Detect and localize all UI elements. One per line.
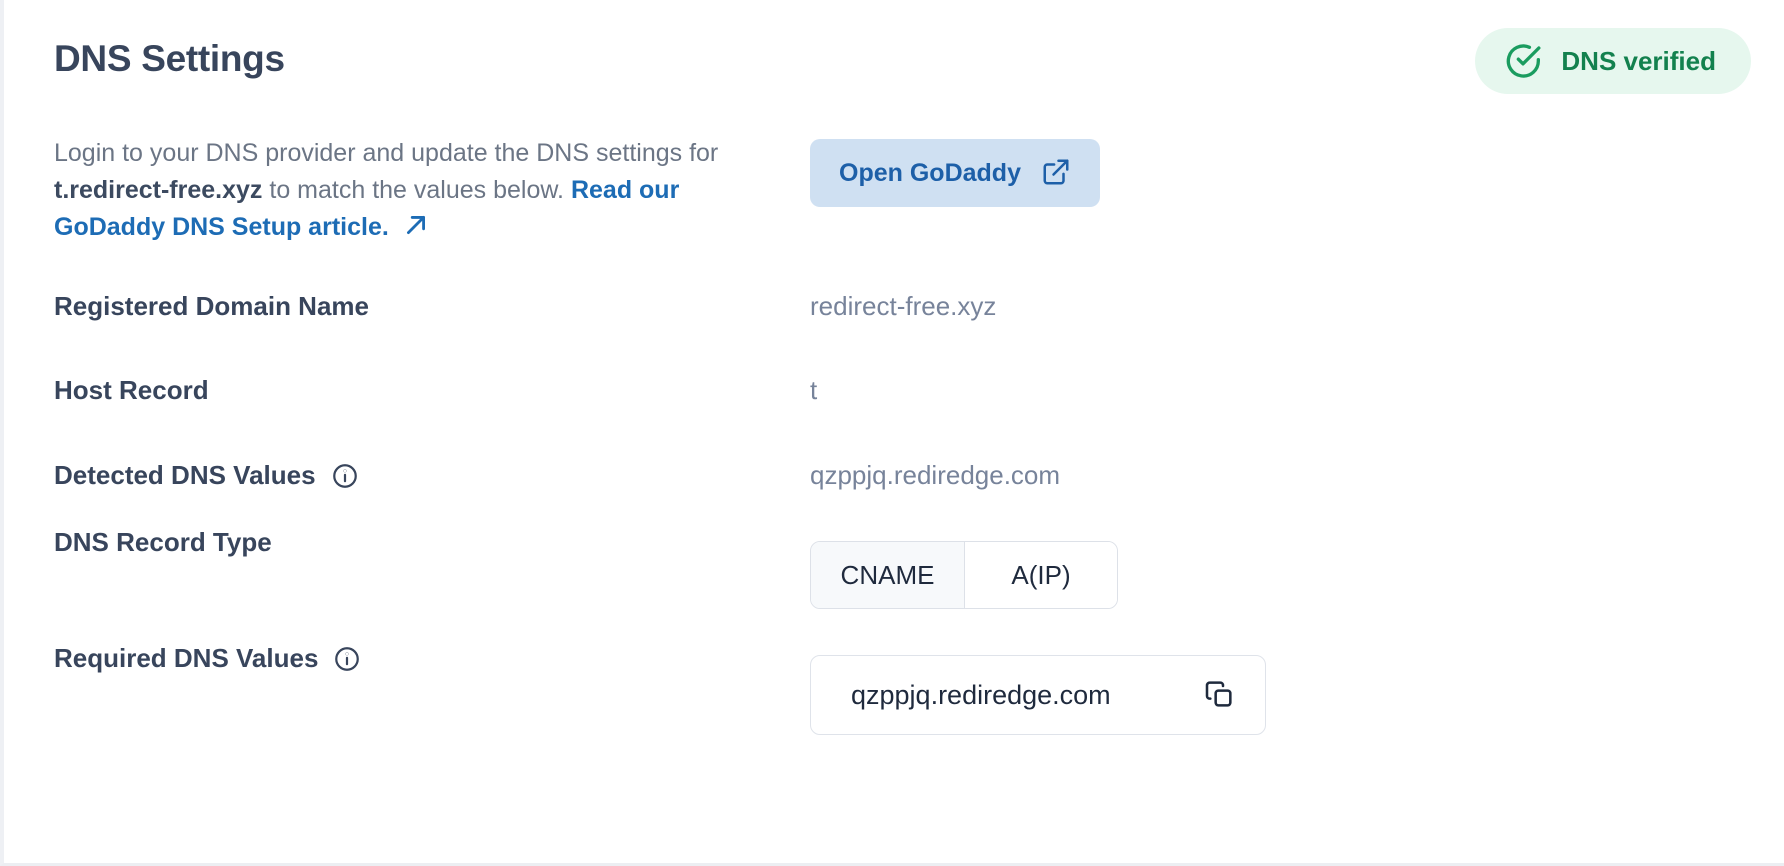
host-record-value: t bbox=[810, 375, 818, 405]
required-dns-values-label-group: Required DNS Values bbox=[54, 643, 361, 674]
arrow-ne-icon[interactable] bbox=[403, 212, 429, 249]
dns-record-type-option-cname[interactable]: CNAME bbox=[811, 542, 964, 608]
open-provider-button[interactable]: Open GoDaddy bbox=[810, 139, 1100, 207]
external-link-icon bbox=[1041, 157, 1071, 190]
intro-text: Login to your DNS provider and update th… bbox=[54, 135, 774, 249]
info-icon[interactable] bbox=[331, 462, 359, 490]
host-record-label: Host Record bbox=[54, 375, 209, 405]
page-title: DNS Settings bbox=[54, 38, 285, 79]
detected-dns-values-value: qzppjq.rediredge.com bbox=[810, 460, 1061, 490]
registered-domain-value: redirect-free.xyz bbox=[810, 291, 997, 321]
dns-setup-article-link[interactable]: Read our GoDaddy DNS Setup article. bbox=[54, 176, 680, 241]
intro-text-before: Login to your DNS provider and update th… bbox=[54, 139, 719, 167]
status-badge-label: DNS verified bbox=[1561, 45, 1716, 76]
check-circle-icon bbox=[1503, 41, 1543, 81]
info-icon[interactable] bbox=[333, 645, 361, 673]
required-dns-values-field[interactable]: qzppjq.rediredge.com bbox=[810, 655, 1266, 735]
copy-button[interactable] bbox=[1195, 671, 1243, 719]
registered-domain-label: Registered Domain Name bbox=[54, 291, 369, 321]
intro-domain: t.redirect-free.xyz bbox=[54, 176, 263, 204]
required-dns-values-label: Required DNS Values bbox=[54, 643, 319, 673]
dns-record-type-segmented-control[interactable]: CNAME A(IP) bbox=[810, 541, 1118, 609]
open-provider-button-label: Open GoDaddy bbox=[839, 158, 1021, 187]
required-dns-values-value: qzppjq.rediredge.com bbox=[851, 679, 1111, 710]
dns-record-type-label: DNS Record Type bbox=[54, 527, 272, 557]
copy-icon bbox=[1203, 678, 1235, 713]
detected-dns-values-label-group: Detected DNS Values bbox=[54, 460, 359, 491]
dns-record-type-option-a-ip[interactable]: A(IP) bbox=[964, 542, 1117, 608]
status-badge: DNS verified bbox=[1475, 28, 1751, 94]
detected-dns-values-label: Detected DNS Values bbox=[54, 460, 316, 490]
intro-text-after: to match the values below. bbox=[262, 176, 571, 204]
